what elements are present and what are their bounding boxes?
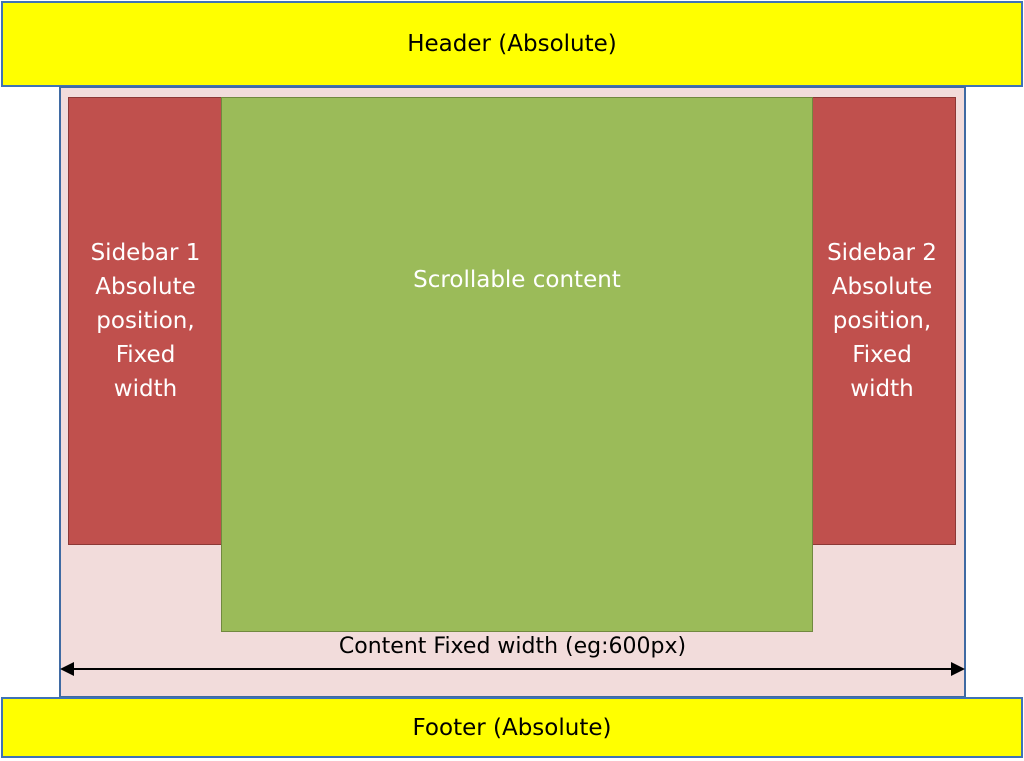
sidebar-1-box: Sidebar 1 Absolute position, Fixed width: [68, 97, 223, 545]
sidebar-1-line: position,: [96, 308, 195, 334]
sidebar-2-line: position,: [832, 308, 932, 334]
sidebar-2-line: Absolute: [831, 274, 933, 300]
header-label: Header (Absolute): [407, 31, 617, 57]
sidebar-2-line: Sidebar 2: [827, 240, 937, 266]
scrollable-content-label: Scrollable content: [413, 266, 621, 293]
sidebar-1-line: width: [113, 376, 178, 402]
sidebar-2-line: width: [850, 376, 914, 402]
footer-box: Footer (Absolute): [1, 697, 1023, 758]
sidebar-1-line: Absolute: [95, 274, 196, 300]
scrollable-content-box: Scrollable content: [221, 97, 813, 632]
sidebar-1-line: Fixed: [115, 342, 176, 368]
arrow-head-right: [951, 662, 965, 676]
header-box: Header (Absolute): [1, 1, 1023, 87]
footer-label: Footer (Absolute): [412, 714, 612, 741]
arrow-head-left: [60, 662, 74, 676]
sidebar-1-text: Sidebar 1 Absolute position, Fixed width: [91, 236, 201, 406]
content-width-label: Content Fixed width (eg:600px): [338, 634, 687, 659]
double-arrow-icon: [60, 662, 965, 676]
sidebar-2-text: Sidebar 2 Absolute position, Fixed width: [827, 236, 937, 406]
sidebar-2-line: Fixed: [852, 342, 912, 368]
sidebar-1-line: Sidebar 1: [90, 240, 201, 266]
sidebar-2-box: Sidebar 2 Absolute position, Fixed width: [808, 97, 956, 545]
